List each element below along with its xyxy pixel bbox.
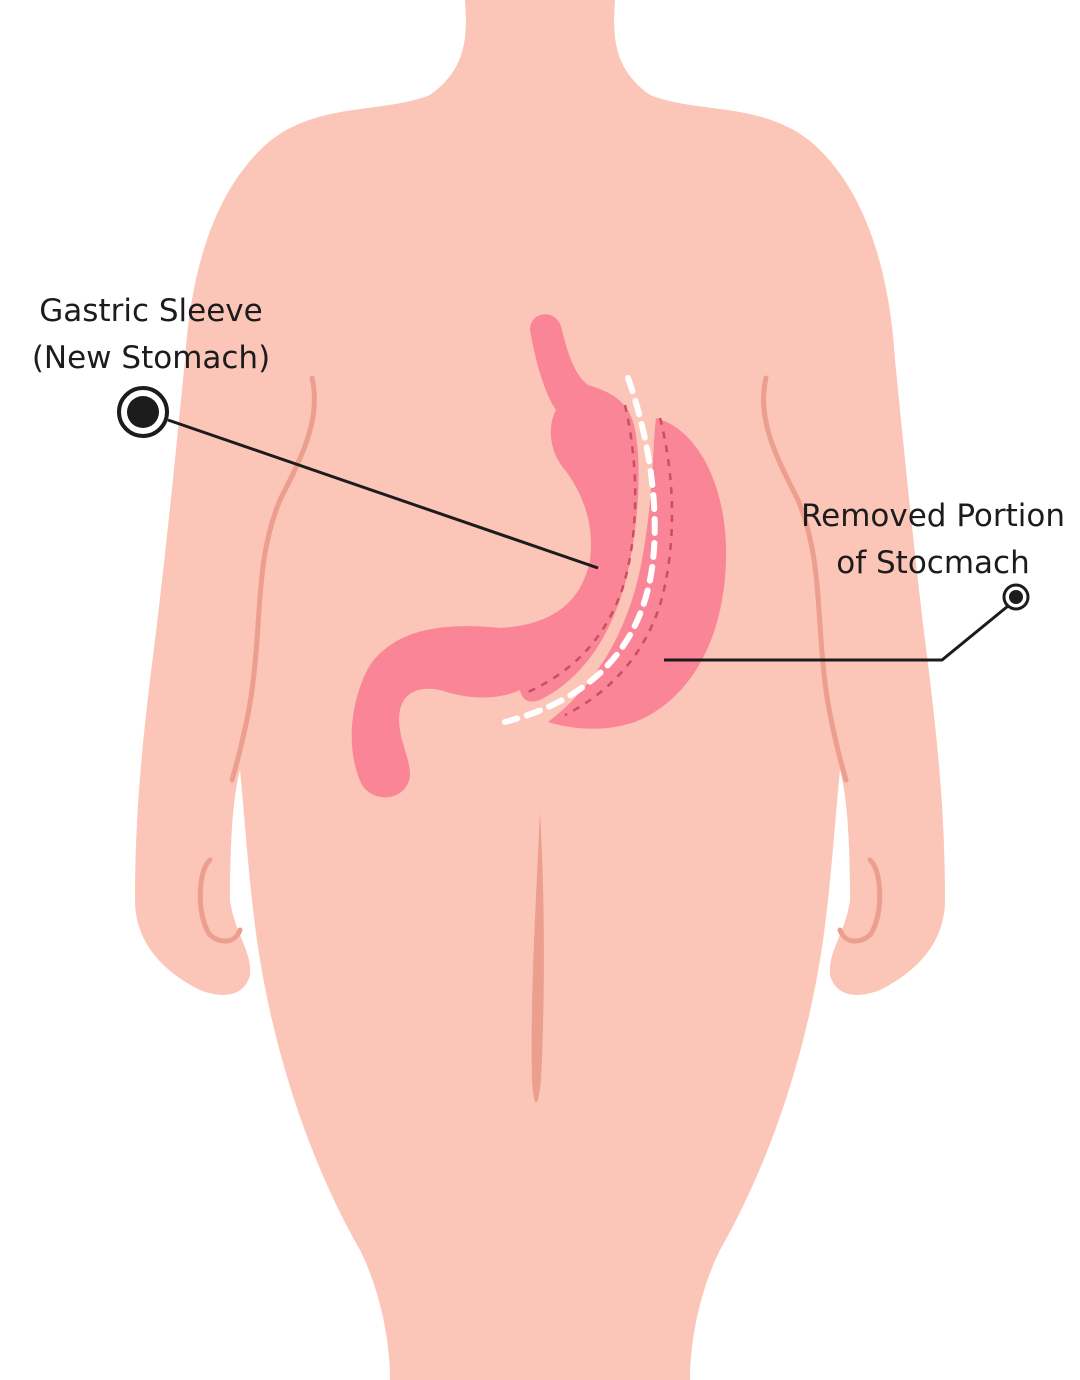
gastric-sleeve-marker-icon: [117, 386, 169, 438]
removed-portion-marker-icon: [1002, 583, 1030, 611]
removed-portion-label: Removed Portion of Stocmach: [788, 493, 1078, 587]
removed-cut-guide: [564, 417, 674, 717]
cut-guide-lines: [527, 404, 674, 717]
sleeve-cut-guide: [527, 404, 637, 694]
left-arm-gap: [197, 857, 243, 944]
gastric-sleeve-leader-line: [167, 418, 599, 570]
removed-portion-leader-line: [664, 604, 1009, 662]
leg-gap: [531, 812, 544, 1103]
gastric-sleeve-label-line1: Gastric Sleeve: [39, 293, 263, 329]
body-outlines: [197, 375, 883, 944]
gastric-sleeve-label-line2: (New Stomach): [31, 340, 271, 376]
gastric-sleeve-label: Gastric Sleeve (New Stomach): [20, 288, 282, 382]
gastric-sleeve-shape: [351, 314, 639, 798]
removed-portion-label-line1: Removed Portion: [800, 498, 1065, 534]
removed-portion-label-line2: of Stocmach: [836, 545, 1030, 581]
staple-line: [502, 375, 658, 725]
left-waist-outline: [229, 375, 317, 783]
right-arm-gap: [837, 857, 883, 944]
right-waist-outline: [761, 375, 849, 783]
removed-stomach-portion: [548, 418, 727, 729]
